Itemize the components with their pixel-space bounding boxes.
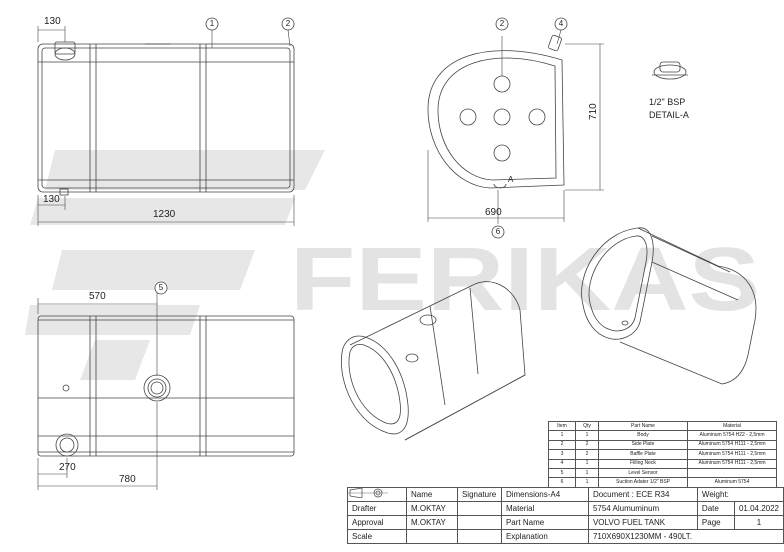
tb-date-label: Date (696, 501, 735, 516)
tb-material: 5754 Alumuminum (587, 501, 698, 516)
tb-scale-empty (456, 529, 502, 544)
tb-name-header: Name (405, 487, 458, 502)
tb-weight: Weight: (696, 487, 784, 502)
bom-cell (687, 467, 777, 479)
tb-part: VOLVO FUEL TANK (587, 515, 698, 530)
bom-header-row: Item Qty Part Name Material (548, 420, 777, 432)
bom-header-material: Material (687, 420, 777, 432)
tb-part-label: Part Name (500, 515, 589, 530)
tb-date: 01.04.2022 (733, 501, 784, 516)
bom-cell: Aluminum 5754 H111 - 2,5mm (687, 439, 777, 451)
side-view (37, 315, 295, 457)
tb-explanation: 710X690X1230MM - 490LT. (587, 529, 784, 544)
bom-cell: 1 (575, 477, 599, 488)
dim-bottom-offset: 130 (43, 194, 60, 205)
bom-row: 4 1 Filling Neck Aluminum 5754 H111 - 2,… (548, 458, 777, 469)
bom-cell: 1 (575, 430, 599, 441)
tb-drafter-label: Drafter (347, 501, 407, 516)
tb-approval-label: Approval (347, 515, 407, 530)
bom-cell: 1 (548, 430, 576, 441)
bom-cell: 4 (548, 458, 576, 469)
bom-cell: Aluminum 5754 H111 - 2,5mm (687, 449, 777, 460)
tb-explanation-label: Explanation (500, 529, 589, 544)
tb-approval-signature (456, 515, 502, 530)
dim-neck-offset: 270 (59, 462, 76, 473)
bom-header-item: Item (548, 420, 576, 432)
balloons (154, 17, 568, 295)
watermark-text: FERIKAS (290, 230, 760, 330)
bom-cell: 1 (575, 458, 599, 469)
bom-cell: 2 (575, 449, 599, 460)
detail-a-subtitle: DETAIL-A (649, 110, 689, 120)
bom-header-part: Part Name (598, 420, 688, 432)
bom-cell: Body (598, 430, 688, 441)
balloon-2-front: 2 (499, 19, 505, 28)
bom-row: 5 1 Level Sensor (548, 467, 777, 479)
bom-cell: Aluminum 5754 (687, 477, 777, 488)
tb-page-label: Page (696, 515, 735, 530)
bom-cell: Suction Adater 1/2" BSP (598, 477, 688, 488)
bom-cell: 2 (575, 439, 599, 451)
tb-page: 1 (733, 515, 784, 530)
title-block: Name Signature Dimensions-A4 Document : … (347, 487, 784, 544)
bom-cell: 5 (548, 467, 576, 479)
iso-view-right (581, 227, 757, 385)
bom-cell: Aluminum 5754 H22 - 2,5mm (687, 430, 777, 441)
bom-row: 6 1 Suction Adater 1/2" BSP Aluminum 575… (548, 477, 777, 488)
balloon-5: 5 (158, 283, 164, 292)
bom-cell: 3 (548, 449, 576, 460)
dim-top-offset: 130 (44, 16, 61, 27)
bill-of-materials: Item Qty Part Name Material 1 1 Body Alu… (548, 420, 777, 488)
bom-cell: 6 (548, 477, 576, 488)
detail-a-title: 1/2" BSP (649, 97, 686, 107)
bom-cell: 1 (575, 467, 599, 479)
tb-drafter-signature (456, 501, 502, 516)
tb-scale-label: Scale (347, 529, 407, 544)
balloon-1: 1 (209, 19, 215, 28)
dim-suction-offset: 780 (119, 474, 136, 485)
top-view-dimensions (37, 26, 295, 226)
dim-overall-length: 1230 (153, 209, 176, 220)
bom-row: 1 1 Body Aluminum 5754 H22 - 2,5mm (548, 430, 777, 441)
tb-material-label: Material (500, 501, 589, 516)
detail-a-marker: A (508, 175, 514, 184)
bom-cell: Level Sensor (598, 467, 688, 479)
bom-cell: 2 (548, 439, 576, 451)
bom-cell: Baffle Plate (598, 449, 688, 460)
projection-symbol (347, 487, 407, 502)
bom-cell: Side Plate (598, 439, 688, 451)
ferikas-logo-watermark (25, 150, 325, 380)
bom-header-qty: Qty (575, 420, 599, 432)
tb-document: Document : ECE R34 (587, 487, 698, 502)
balloon-6: 6 (495, 227, 501, 236)
tb-drafter: M.OKTAY (405, 501, 458, 516)
detail-a-sketch (652, 61, 688, 80)
dim-level-sensor: 570 (89, 291, 106, 302)
tb-signature-header: Signature (456, 487, 502, 502)
side-view-dimensions (37, 292, 158, 490)
tb-scale (405, 529, 458, 544)
bom-row: 3 2 Baffle Plate Aluminum 5754 H111 - 2,… (548, 449, 777, 460)
tb-format: Dimensions-A4 (500, 487, 589, 502)
bom-cell: Aluminum 5754 H111 - 2,5mm (687, 458, 777, 469)
front-view-dimensions (427, 29, 604, 224)
iso-view-left (341, 281, 526, 441)
tb-approval: M.OKTAY (405, 515, 458, 530)
dim-front-height: 710 (588, 103, 599, 120)
balloon-2: 2 (285, 19, 291, 28)
bom-cell: Filling Neck (598, 458, 688, 469)
balloon-4: 4 (558, 19, 564, 28)
bom-row: 2 2 Side Plate Aluminum 5754 H111 - 2,5m… (548, 439, 777, 451)
front-view (427, 34, 565, 189)
projection-symbol-icon (347, 487, 388, 498)
dim-front-width: 690 (485, 207, 502, 218)
top-view (37, 41, 295, 196)
